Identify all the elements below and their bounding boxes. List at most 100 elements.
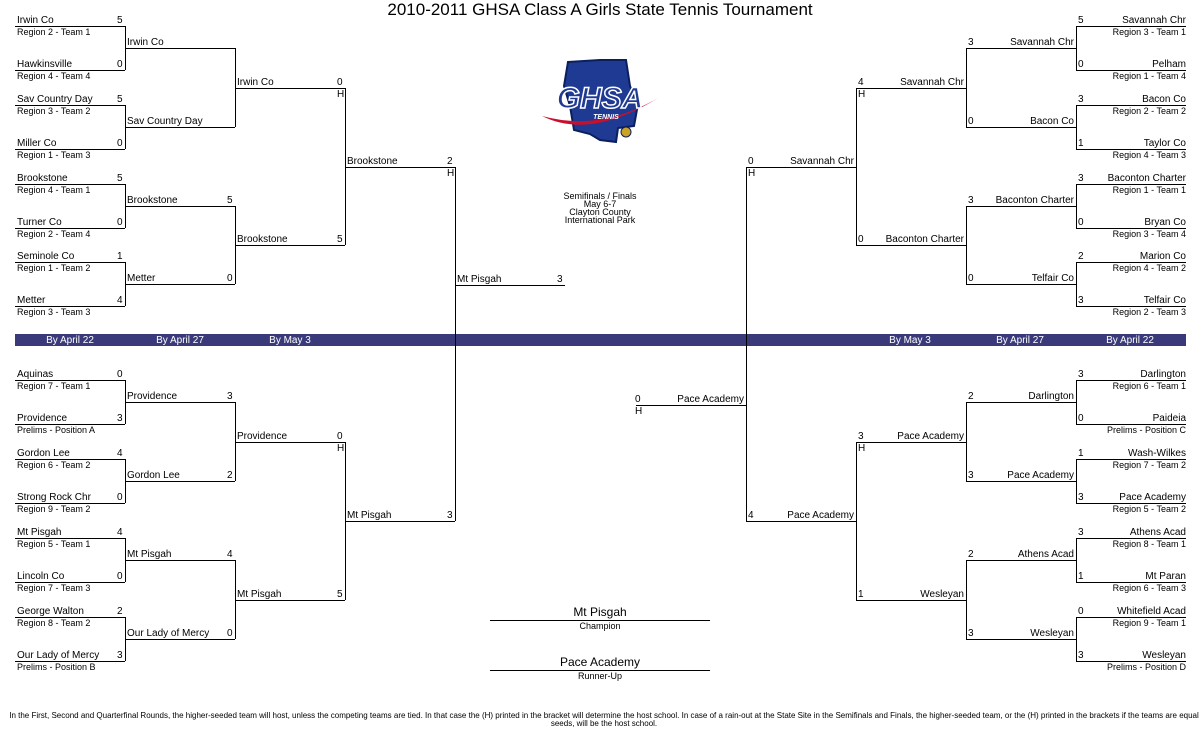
left-bottom-r1-team: George Walton <box>17 606 84 617</box>
right-bottom-r1-seed: Region 8 - Team 1 <box>1112 539 1186 549</box>
left-bottom-r1-team: Gordon Lee <box>17 448 70 459</box>
right-bottom-r1-seed: Region 9 - Team 1 <box>1112 618 1186 628</box>
right-bottom-r1-score: 0 <box>1078 413 1084 424</box>
round-label-left-r1: By April 22 <box>46 335 94 346</box>
right-top-r1-seed: Region 3 - Team 1 <box>1112 27 1186 37</box>
left-top-r1-score: 0 <box>117 217 123 228</box>
right-top-r3-team: Savannah Chr <box>900 77 964 88</box>
right-bottom-r1-score: 0 <box>1078 606 1084 617</box>
right-top-r1-team: Baconton Charter <box>1107 173 1186 184</box>
right-bottom-r2-team: Athens Acad <box>1017 549 1074 560</box>
right-bottom-r2-team: Darlington <box>1028 391 1074 402</box>
right-bottom-r3-line <box>856 442 966 443</box>
right-top-r3-team: Baconton Charter <box>885 234 964 245</box>
left-top-r1-line <box>15 105 125 106</box>
left-top-r1-line <box>15 26 125 27</box>
right-top-r3-line <box>856 88 966 89</box>
right-top-r3-line <box>856 245 966 246</box>
right-top-r1-line <box>1076 26 1186 27</box>
left-top-r2-team: Irwin Co <box>127 37 164 48</box>
page-title: 2010-2011 GHSA Class A Girls State Tenni… <box>387 0 813 19</box>
right-bottom-r2-connector <box>966 402 967 481</box>
right-top-r1-line <box>1076 184 1186 185</box>
right-top-r1-score: 5 <box>1078 15 1084 26</box>
left-bottom-r1-seed: Region 9 - Team 2 <box>17 504 91 514</box>
left-bottom-r1-line <box>15 582 125 583</box>
runner-up-team: Pace Academy <box>559 655 641 669</box>
left-bottom-r1-score: 0 <box>117 571 123 582</box>
left-bottom-r2-team: Gordon Lee <box>127 470 180 481</box>
right-final-score: 0 <box>635 394 641 405</box>
right-top-r1-line <box>1076 306 1186 307</box>
left-top-r2-line <box>125 127 235 128</box>
right-bottom-r1-team: Paideia <box>1152 413 1186 424</box>
left-top-r1-score: 5 <box>117 94 123 105</box>
left-bottom-r2-line <box>125 639 235 640</box>
champion-line <box>490 620 710 621</box>
right-bottom-r1-team: Pace Academy <box>1119 492 1186 503</box>
left-top-r1-line <box>15 149 125 150</box>
right-bottom-r2-team: Wesleyan <box>1030 628 1074 639</box>
left-bottom-r4-team: Mt Pisgah <box>347 510 392 521</box>
right-semifinal-connector <box>746 167 747 521</box>
left-top-r1-seed: Region 4 - Team 4 <box>17 71 91 81</box>
left-top-r1-team: Hawkinsville <box>17 59 73 70</box>
right-bottom-r2-score: 2 <box>968 549 974 560</box>
left-bottom-r1-line <box>15 459 125 460</box>
right-top-r1-team: Telfair Co <box>1143 295 1186 306</box>
right-bottom-r2-score: 3 <box>968 470 974 481</box>
left-top-r2-team: Sav Country Day <box>127 116 203 127</box>
right-top-r1-score: 0 <box>1078 217 1084 228</box>
left-bottom-r2-connector <box>235 560 236 639</box>
right-top-r1-score: 3 <box>1078 295 1084 306</box>
right-bottom-r1-score: 3 <box>1078 650 1084 661</box>
left-semifinal-connector <box>455 167 456 521</box>
round-label-right-r2: By April 27 <box>996 335 1044 346</box>
right-top-r2-team: Telfair Co <box>1031 273 1074 284</box>
left-top-r1-score: 0 <box>117 138 123 149</box>
left-final-score: 3 <box>557 274 563 285</box>
right-bottom-r1-seed: Region 5 - Team 2 <box>1112 504 1186 514</box>
round-label-left-r2: By April 27 <box>156 335 204 346</box>
round-date-band <box>15 334 1186 346</box>
right-bottom-r1-score: 3 <box>1078 527 1084 538</box>
right-bottom-r1-score: 3 <box>1078 369 1084 380</box>
left-bottom-r1-team: Aquinas <box>17 369 54 380</box>
right-bottom-r1-seed: Region 6 - Team 1 <box>1112 381 1186 391</box>
right-bottom-r2-line <box>966 402 1076 403</box>
left-bottom-r1-seed: Region 6 - Team 2 <box>17 460 91 470</box>
right-bottom-r1-line <box>1076 459 1186 460</box>
right-top-r2-team: Bacon Co <box>1030 116 1074 127</box>
right-top-r1-seed: Region 3 - Team 4 <box>1112 229 1186 239</box>
right-bottom-r1-connector <box>1076 617 1077 661</box>
left-bottom-r1-seed: Region 8 - Team 2 <box>17 618 91 628</box>
right-bottom-r1-connector <box>1076 459 1077 503</box>
left-top-r1-score: 5 <box>117 173 123 184</box>
right-top-r1-score: 3 <box>1078 173 1084 184</box>
left-bottom-r1-seed: Region 5 - Team 1 <box>17 539 91 549</box>
left-top-r1-team: Sav Country Day <box>17 94 93 105</box>
left-top-r2-line <box>125 48 235 49</box>
right-top-r4-team: Savannah Chr <box>790 156 854 167</box>
left-bottom-r1-line <box>15 380 125 381</box>
round-label-right-r1: By April 22 <box>1106 335 1154 346</box>
runner-up-label: Runner-Up <box>577 671 623 681</box>
left-bottom-r1-score: 2 <box>117 606 123 617</box>
right-bottom-r2-team: Pace Academy <box>1007 470 1074 481</box>
right-top-r1-score: 1 <box>1078 138 1084 149</box>
left-bottom-r2-line <box>125 402 235 403</box>
left-top-r2-team: Brookstone <box>127 195 178 206</box>
right-bottom-r1-line <box>1076 617 1186 618</box>
left-top-r1-seed: Region 4 - Team 1 <box>17 185 91 195</box>
left-top-r2-connector <box>235 48 236 127</box>
right-top-r1-seed: Region 1 - Team 1 <box>1112 185 1186 195</box>
right-top-r3-score: 4 <box>858 77 864 88</box>
left-bottom-r1-team: Our Lady of Mercy <box>17 650 100 661</box>
left-bottom-r3-team: Providence <box>237 431 288 442</box>
right-bottom-r1-seed: Prelims - Position C <box>1106 425 1186 435</box>
left-bottom-r3-team: Mt Pisgah <box>237 589 282 600</box>
left-top-r2-score: 5 <box>227 195 233 206</box>
left-bottom-r2-score: 4 <box>227 549 233 560</box>
right-bottom-r1-line <box>1076 538 1186 539</box>
round-label-left-r3: By May 3 <box>269 335 311 346</box>
